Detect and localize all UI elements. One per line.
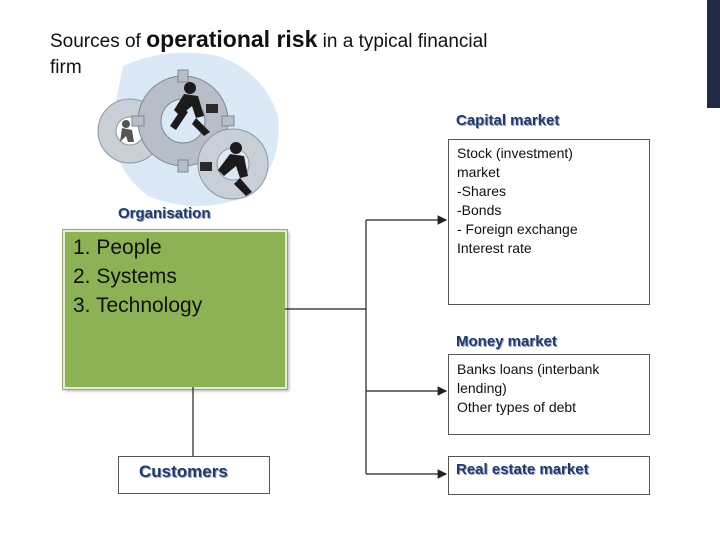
capital-market-line: -Bonds — [457, 202, 502, 218]
customers-box: Customers — [118, 456, 270, 494]
money-market-line: Other types of debt — [457, 399, 577, 415]
capital-market-line: -Shares — [457, 183, 507, 199]
capital-market-box: Stock (investment) market -Shares -Bonds… — [448, 139, 650, 305]
title-part1: Sources of — [50, 31, 147, 52]
accent-strip — [707, 0, 720, 108]
organisation-item: 3. Technology — [73, 294, 203, 317]
organisation-item: 2. Systems — [73, 265, 177, 288]
capital-market-line: market — [457, 164, 500, 180]
organisation-box: 1. People 2. Systems 3. Technology — [63, 230, 287, 389]
real-estate-label: Real estate market — [456, 461, 589, 478]
money-market-box: Banks loans (interbank lending) Other ty… — [448, 354, 650, 435]
money-market-line: lending) — [457, 380, 507, 396]
organisation-item: 1. People — [73, 236, 162, 259]
money-market-label: Money market — [456, 333, 557, 350]
real-estate-box — [448, 456, 650, 495]
capital-market-line: Interest rate — [457, 240, 532, 256]
capital-market-line: Stock (investment) — [457, 145, 573, 161]
title-emphasis: operational risk — [146, 26, 318, 52]
capital-market-label: Capital market — [456, 112, 560, 129]
title-part2: in a typical financial — [317, 31, 488, 52]
slide-title: Sources of operational risk in a typical… — [50, 26, 610, 81]
title-line2: firm — [50, 57, 82, 78]
customers-label: Customers — [139, 462, 228, 481]
money-market-line: Banks loans (interbank — [457, 361, 600, 377]
capital-market-line: - Foreign exchange — [457, 221, 578, 237]
gears-businessmen-clipart-icon — [97, 52, 279, 207]
organisation-label: Organisation — [118, 205, 211, 222]
